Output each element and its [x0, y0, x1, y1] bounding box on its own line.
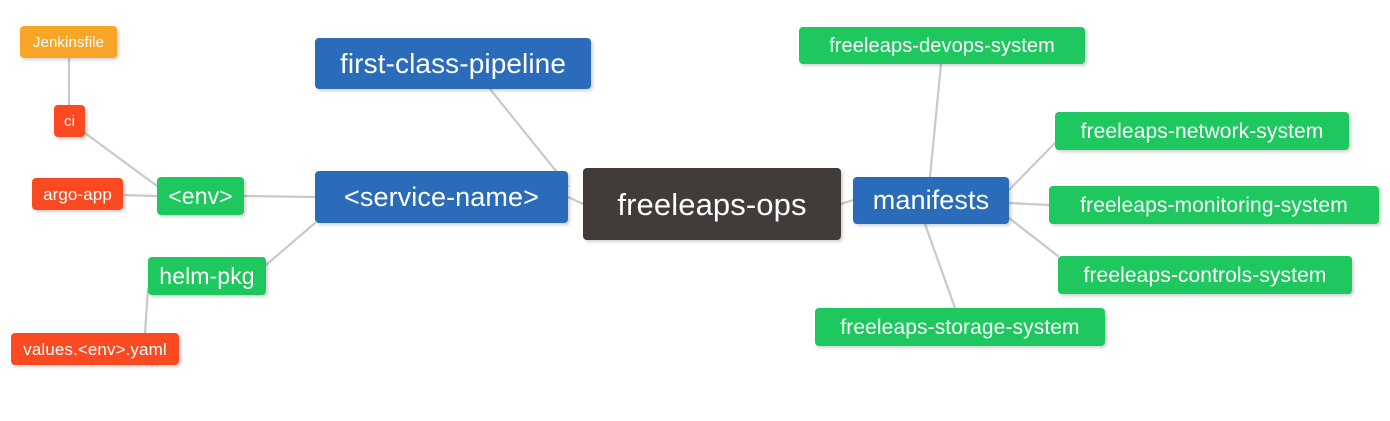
edge-freeleaps-ops-to-service-name	[566, 195, 585, 206]
edge-service-name-to-helm-pkg	[264, 221, 317, 267]
edge-manifests-to-freeleaps-storage-system	[923, 222, 957, 310]
node-label: argo-app	[43, 184, 112, 204]
node-jenkinsfile[interactable]: Jenkinsfile	[20, 26, 117, 58]
node-label: <service-name>	[344, 181, 539, 212]
node-label: freeleaps-storage-system	[840, 315, 1080, 339]
node-label: freeleaps-monitoring-system	[1080, 193, 1348, 217]
edge-service-name-to-env	[242, 194, 317, 199]
node-label: freeleaps-ops	[617, 186, 807, 222]
edge-helm-pkg-to-values-env-yaml	[143, 287, 150, 335]
node-freeleaps-devops-system[interactable]: freeleaps-devops-system	[799, 27, 1085, 64]
node-values-env-yaml[interactable]: values.<env>.yaml	[11, 333, 179, 365]
node-freeleaps-ops[interactable]: freeleaps-ops	[583, 168, 841, 240]
node-manifests[interactable]: manifests	[853, 177, 1009, 224]
node-ci[interactable]: ci	[54, 105, 85, 137]
edge-manifests-to-freeleaps-devops-system	[928, 62, 943, 179]
edge-manifests-to-freeleaps-network-system	[1007, 141, 1057, 192]
node-label: <env>	[168, 182, 233, 209]
edge-env-to-argo-app	[121, 193, 159, 198]
node-argo-app[interactable]: argo-app	[32, 178, 123, 210]
node-label: freeleaps-network-system	[1080, 119, 1324, 143]
node-first-class-pipeline[interactable]: first-class-pipeline	[315, 38, 591, 89]
node-label: freeleaps-controls-system	[1083, 263, 1327, 287]
node-env[interactable]: <env>	[157, 177, 244, 215]
node-freeleaps-storage-system[interactable]: freeleaps-storage-system	[815, 308, 1105, 346]
node-label: first-class-pipeline	[339, 47, 567, 79]
node-label: helm-pkg	[159, 262, 255, 289]
edge-manifests-to-freeleaps-monitoring-system	[1007, 201, 1051, 207]
node-label: freeleaps-devops-system	[829, 34, 1055, 57]
node-label: ci	[63, 112, 76, 130]
node-label: manifests	[872, 185, 990, 215]
node-freeleaps-monitoring-system[interactable]: freeleaps-monitoring-system	[1049, 186, 1379, 224]
node-freeleaps-controls-system[interactable]: freeleaps-controls-system	[1058, 256, 1352, 294]
node-service-name[interactable]: <service-name>	[315, 171, 568, 223]
node-freeleaps-network-system[interactable]: freeleaps-network-system	[1055, 112, 1349, 150]
edge-freeleaps-ops-to-manifests	[839, 198, 855, 206]
node-helm-pkg[interactable]: helm-pkg	[148, 257, 266, 295]
node-label: values.<env>.yaml	[23, 339, 167, 359]
node-label: Jenkinsfile	[32, 33, 105, 51]
